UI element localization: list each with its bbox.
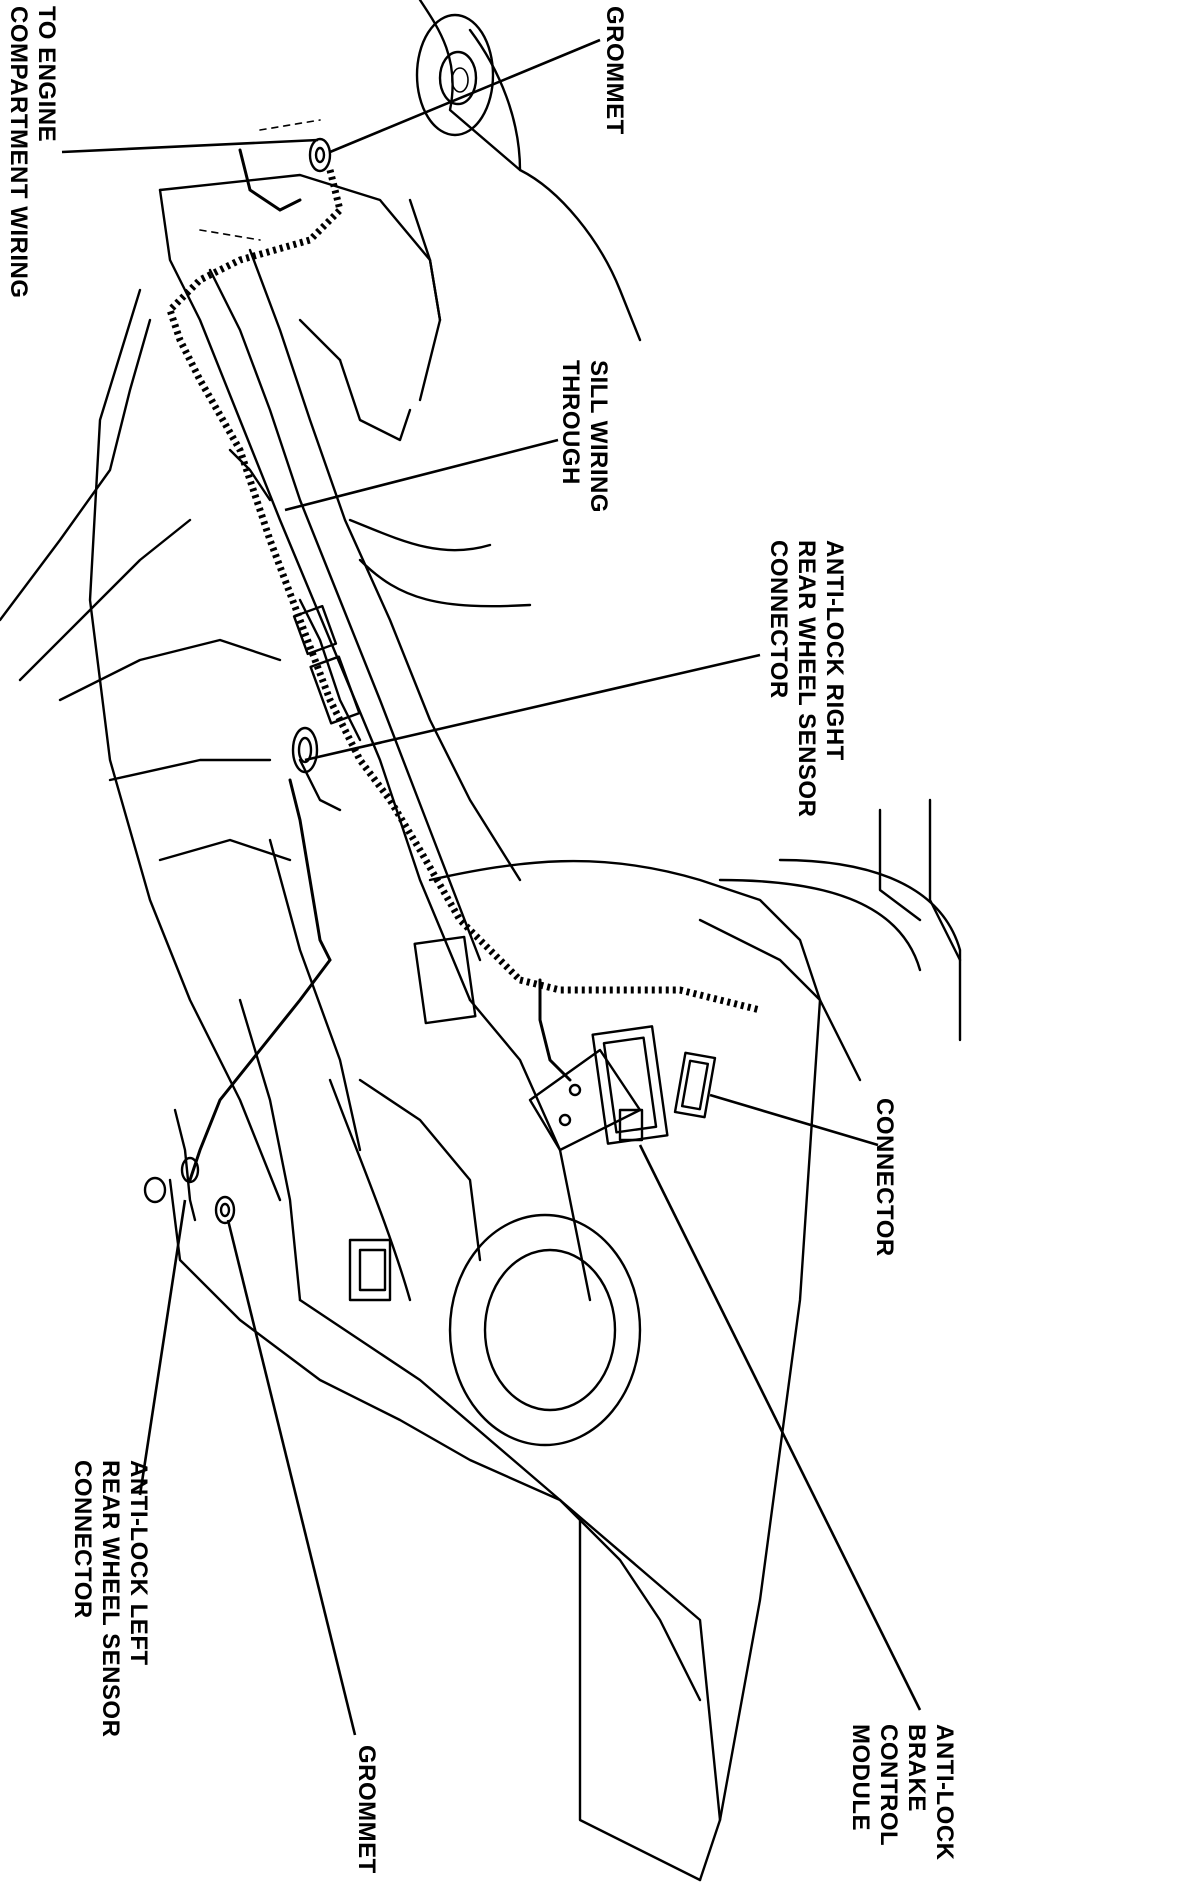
leader-connector — [709, 1093, 879, 1147]
label-left-rear-wheel-sensor-connector: ANTI-LOCK LEFT REAR WHEEL SENSOR CONNECT… — [69, 1460, 152, 1738]
leader-brake-module — [638, 1144, 922, 1711]
label-grommet-bottom: GROMMET — [353, 1745, 380, 1874]
left-sensor-connector-part — [143, 1108, 200, 1222]
leader-left-sensor-connector — [138, 1199, 187, 1496]
wiring-harness — [165, 148, 761, 1182]
label-right-rear-wheel-sensor-connector: ANTI-LOCK RIGHT REAR WHEEL SENSOR CONNEC… — [765, 540, 848, 818]
label-anti-lock-brake-control-module: ANTI-LOCK BRAKE CONTROL MODULE — [847, 1724, 958, 1861]
label-sill-wiring-through: SILL WIRING THROUGH — [557, 360, 612, 514]
vehicle-body-outline — [0, 0, 962, 1882]
leader-grommet-bottom — [226, 1219, 357, 1736]
leader-lines — [61, 38, 922, 1736]
bottom-grommet-part — [214, 1195, 236, 1225]
module-connector — [673, 1051, 717, 1119]
right-sensor-connector-part — [291, 726, 342, 812]
leader-to-engine-wiring — [61, 138, 319, 154]
label-to-engine-compartment-wiring: TO ENGINE COMPARTMENT WIRING — [5, 6, 60, 299]
label-grommet-top: GROMMET — [601, 6, 628, 135]
leader-right-sensor-connector — [304, 653, 761, 762]
brake-control-module — [528, 1025, 669, 1152]
leader-sill-wiring — [284, 438, 559, 512]
label-connector: CONNECTOR — [871, 1098, 898, 1257]
leader-grommet-top — [329, 38, 601, 154]
top-grommet-part — [308, 137, 332, 173]
